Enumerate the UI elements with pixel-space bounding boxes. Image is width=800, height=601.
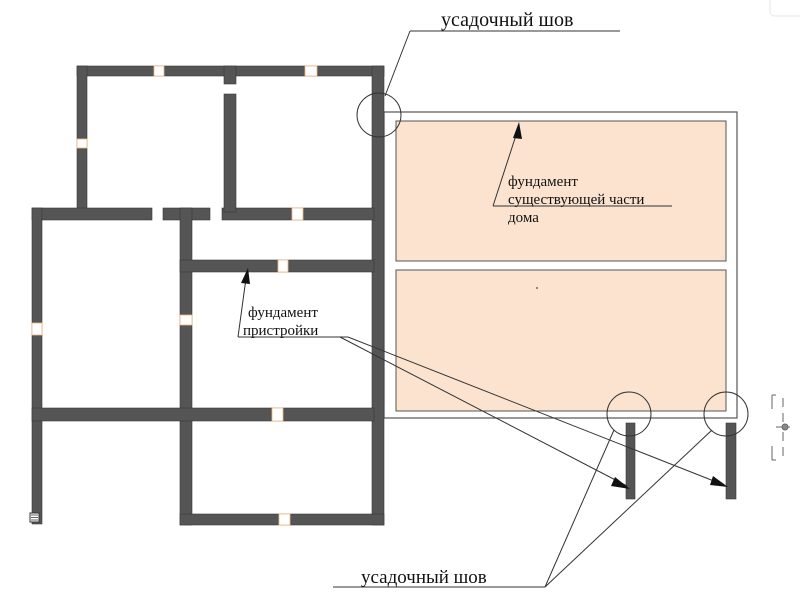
opening (278, 513, 291, 526)
existing-foundation-label-2: существующей части (508, 192, 644, 208)
wall (31, 407, 375, 422)
extension-foundation-label-1: фундамент (248, 305, 318, 321)
arrowhead-left-post (611, 477, 630, 489)
leader-to-right-post (347, 336, 725, 486)
existing-foundation-arrowhead (513, 122, 522, 139)
corner-marker-hatch (31, 514, 38, 521)
opening (31, 322, 43, 336)
opening (291, 207, 304, 221)
opening (277, 259, 289, 273)
wall (179, 259, 375, 273)
existing-foundation-label-1: фундамент (508, 174, 578, 190)
opening (76, 138, 88, 149)
wall (31, 207, 43, 525)
wall (31, 207, 153, 221)
edge-control (771, 394, 790, 461)
joint-post-left (625, 422, 636, 500)
joint-post-right (725, 422, 737, 500)
existing-foundation-slab-top (395, 120, 727, 262)
bottom-leader-1 (544, 429, 615, 588)
existing-foundation-slab-bottom (395, 269, 727, 412)
bottom-leader-2 (544, 429, 713, 588)
stray-dot (536, 287, 538, 289)
corner-frame (769, 0, 800, 17)
extension-foundation-arrowhead (241, 268, 250, 284)
shrink-joint-label-top: усадочный шов (441, 9, 573, 31)
wall (223, 65, 237, 85)
wall (179, 207, 193, 526)
opening (304, 65, 318, 77)
opening (271, 407, 284, 422)
shrink-joint-label-bottom: усадочный шов (361, 567, 487, 588)
joint-circle-top (356, 92, 402, 138)
wall (223, 93, 237, 213)
wall (371, 65, 385, 526)
arrowhead-right-post (710, 476, 728, 487)
leader-to-left-post (339, 336, 628, 487)
opening (153, 65, 165, 77)
extension-foundation-label-2: пристройки (243, 323, 318, 339)
existing-foundation-leader (492, 125, 520, 207)
opening (179, 314, 193, 326)
top-label-leader (384, 30, 411, 97)
joint-circle-bottom-left (606, 391, 652, 437)
joint-circle-bottom-right (703, 391, 749, 437)
existing-foundation-label-3: дома (508, 210, 539, 226)
